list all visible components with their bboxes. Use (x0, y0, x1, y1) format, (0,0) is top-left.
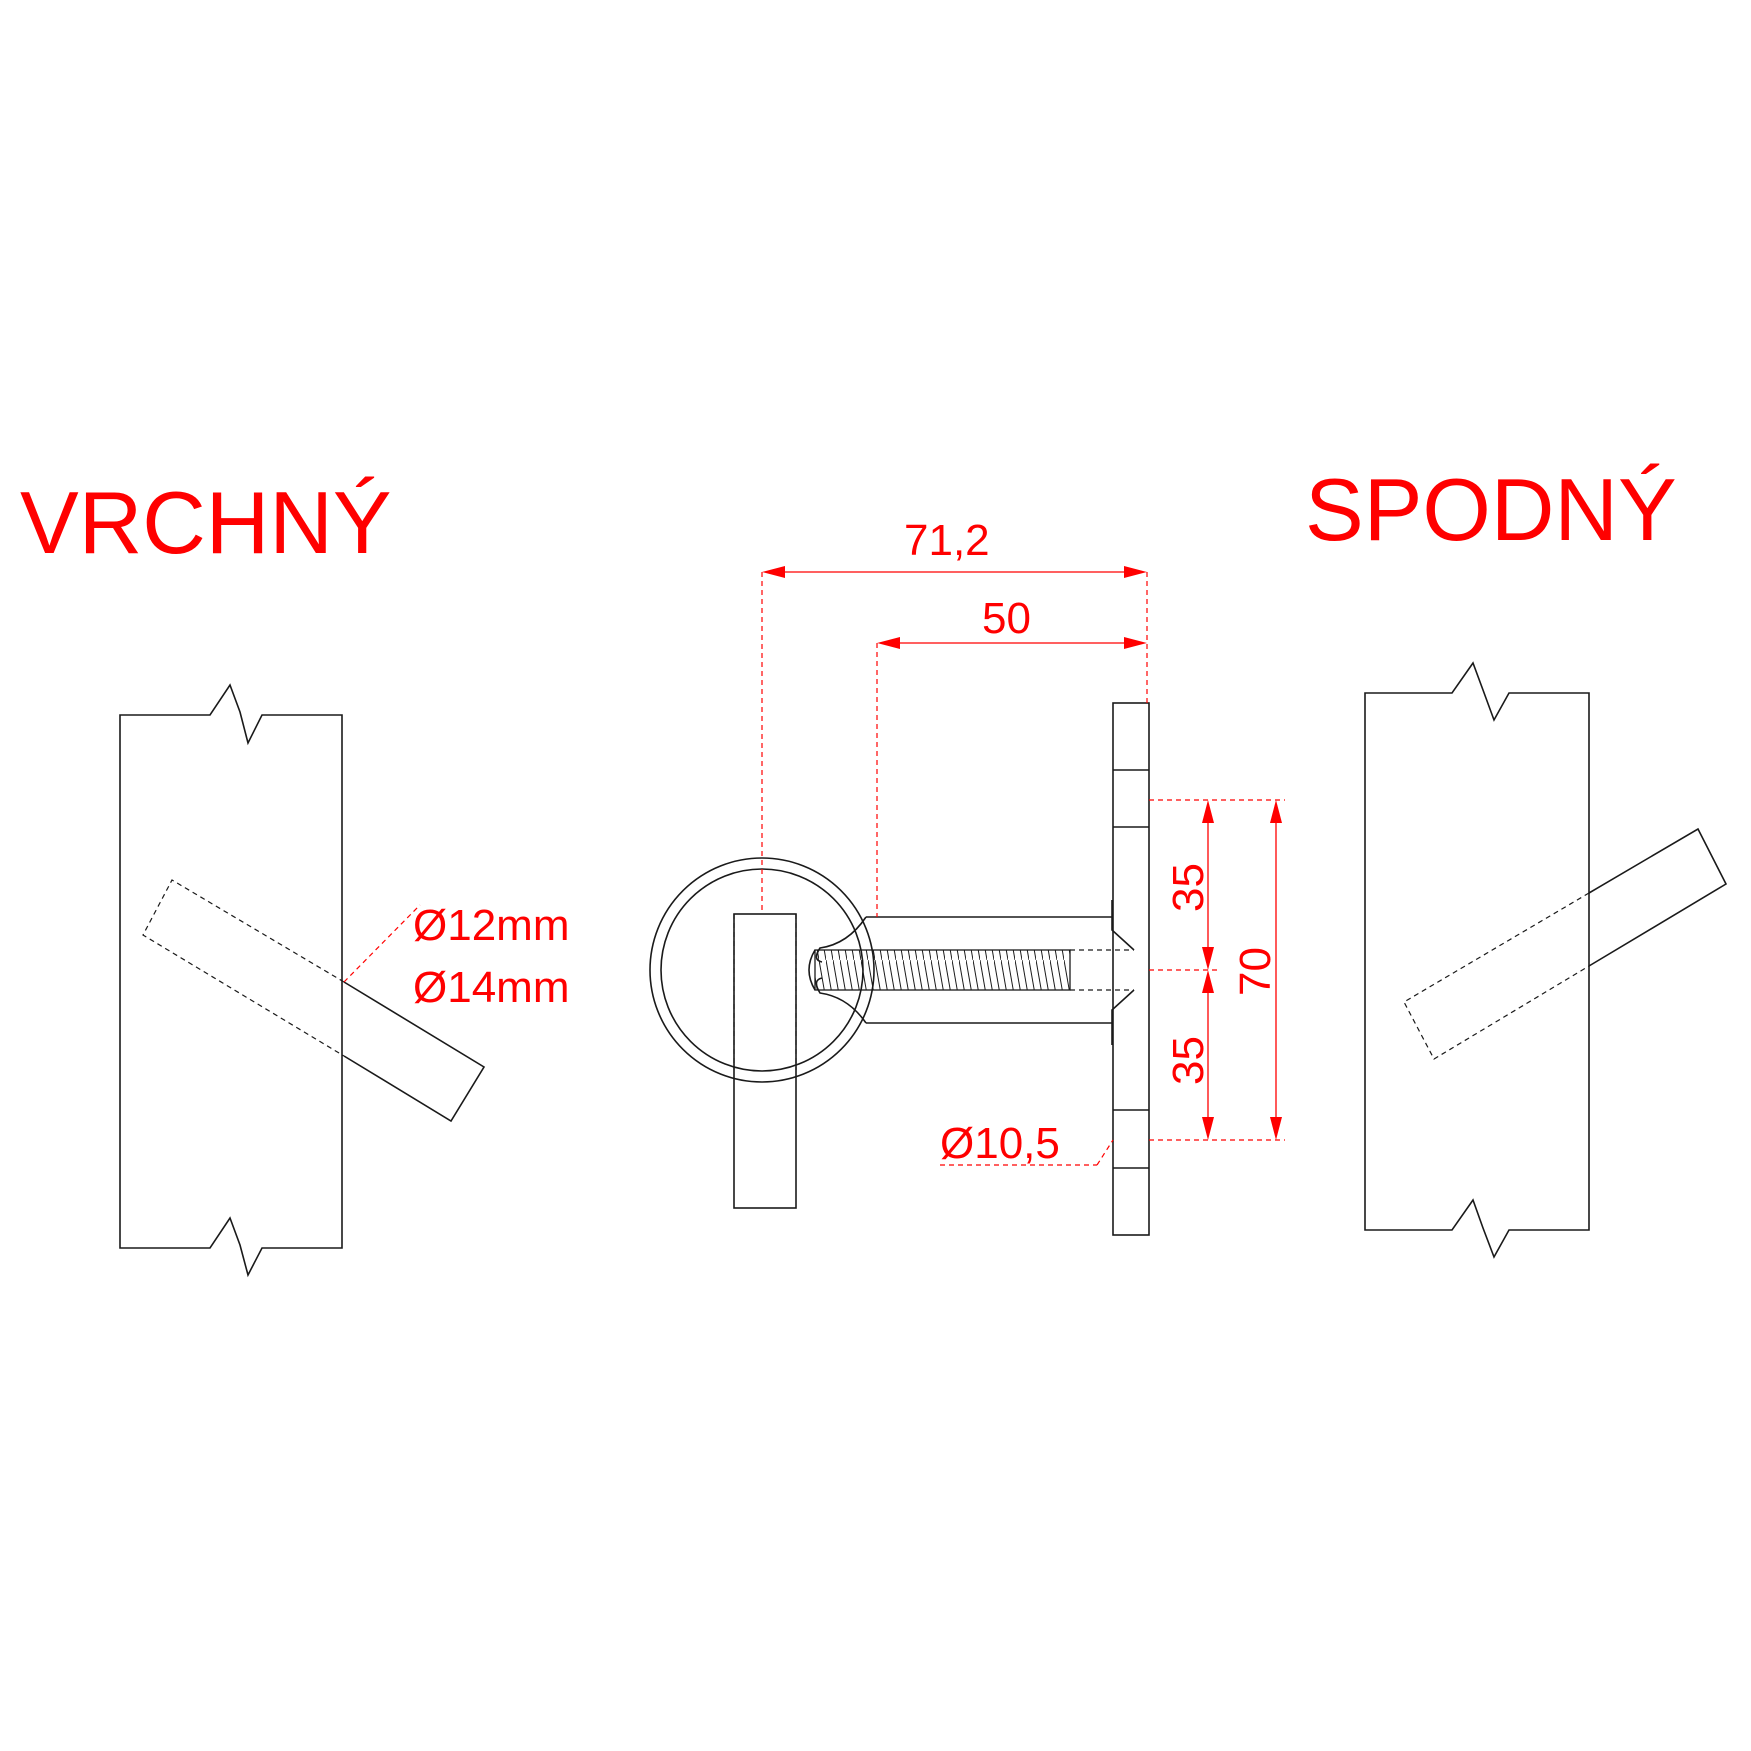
bottom-view-drawing (1364, 661, 1728, 1259)
dim-overall-length: 71,2 (904, 516, 990, 565)
rod-visible-right (1588, 827, 1728, 967)
rod-hidden-right (1403, 892, 1590, 1060)
diameter-outer-label: Ø14mm (413, 963, 569, 1012)
post-outline-left (119, 683, 343, 1278)
dim-arm-length: 50 (982, 594, 1031, 643)
post-outline-right (1364, 661, 1590, 1259)
side-view-dimensions: 71,2 50 35 35 70 Ø10,5 (761, 516, 1285, 1168)
hole-diameter-label: Ø10,5 (940, 1119, 1060, 1168)
dim-upper-half: 35 (1164, 863, 1213, 912)
title-bottom-view: SPODNÝ (1305, 460, 1677, 559)
threaded-bolt (814, 949, 1071, 991)
rod-hidden-left (142, 879, 345, 1057)
diameter-leader (343, 904, 421, 983)
diameter-inner-label: Ø12mm (413, 901, 569, 950)
rod-visible-left (343, 981, 486, 1123)
wall-plate (1112, 702, 1150, 1236)
side-view-drawing (649, 702, 1150, 1236)
post-bar-center (733, 913, 797, 1209)
dim-lower-half: 35 (1164, 1036, 1213, 1085)
dim-plate-height: 70 (1231, 947, 1280, 996)
top-view-drawing: Ø12mm Ø14mm (119, 683, 569, 1278)
title-top-view: VRCHNÝ (20, 473, 392, 572)
